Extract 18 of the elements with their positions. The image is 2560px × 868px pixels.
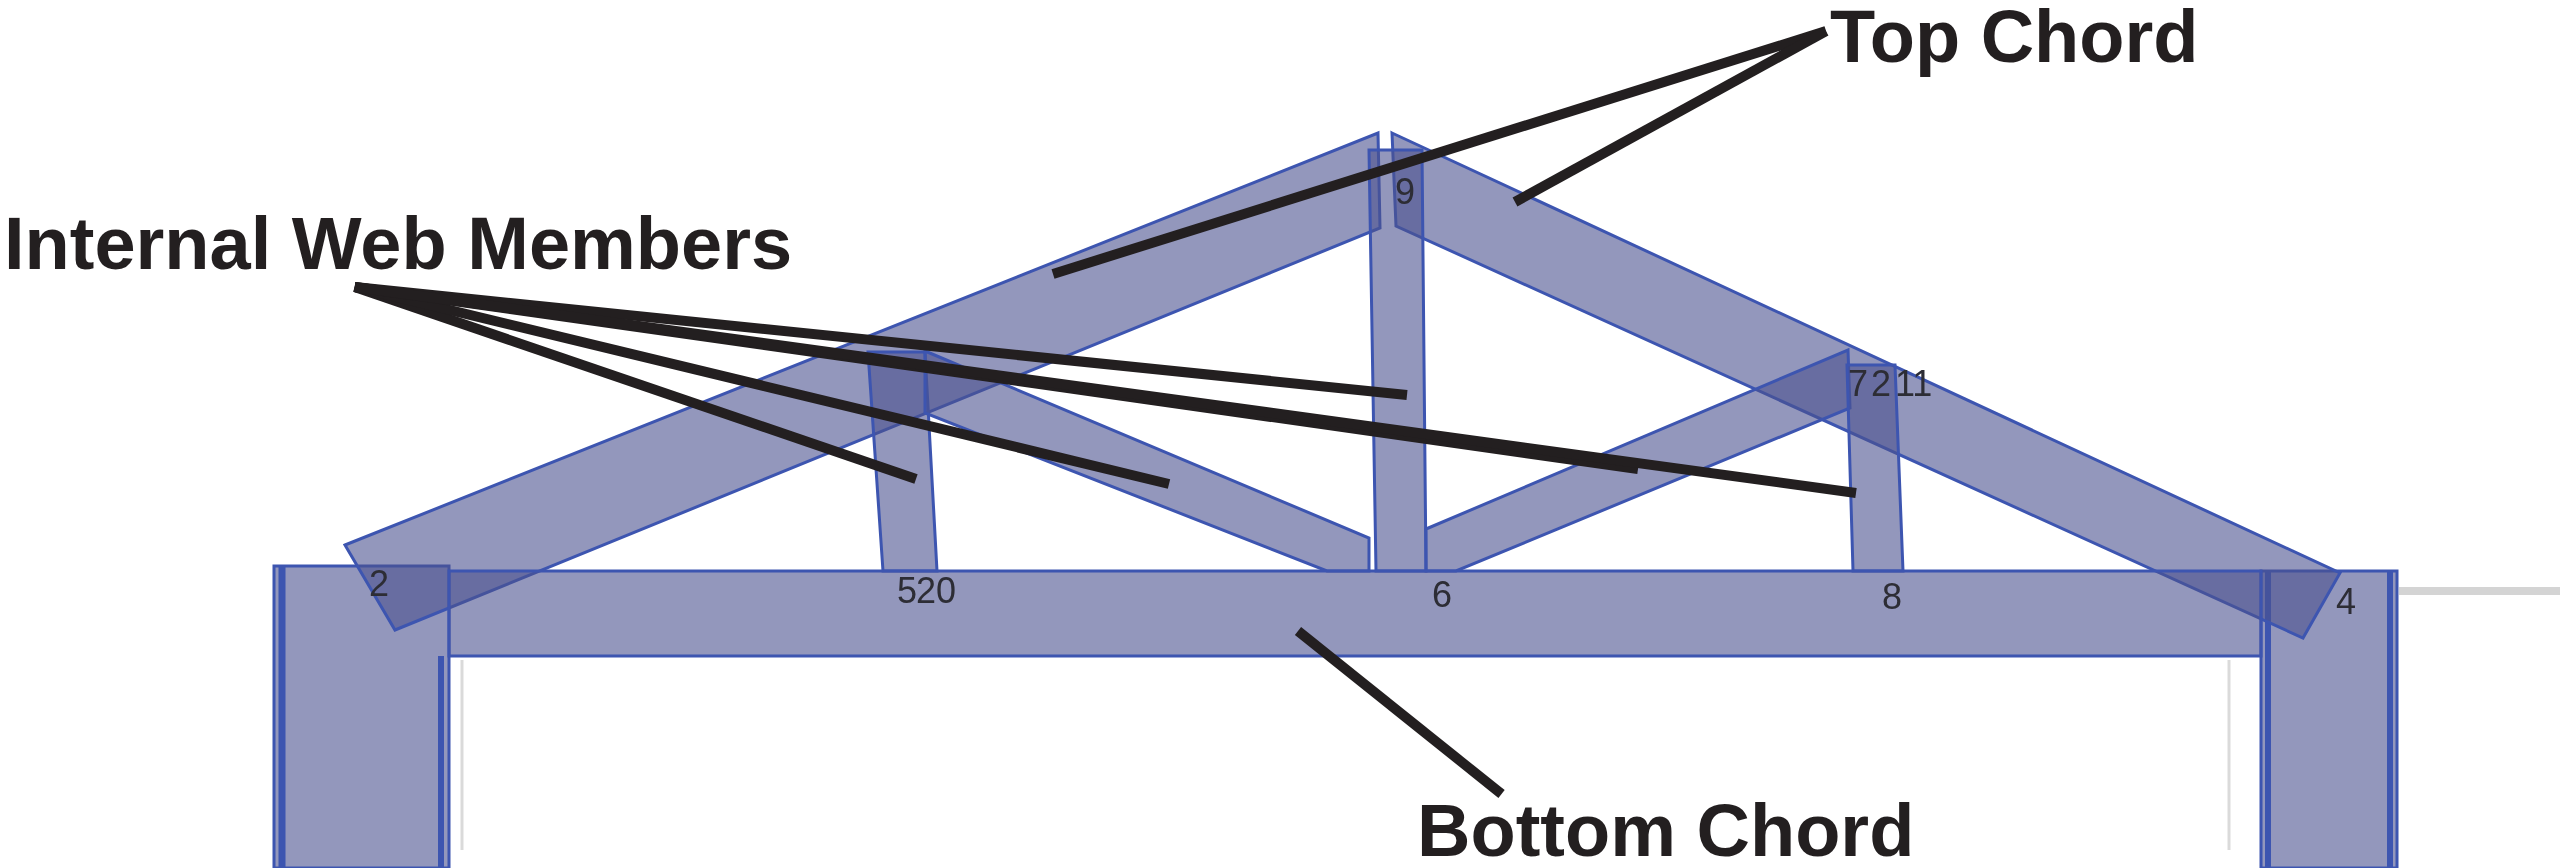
joint-number: 6 (1432, 577, 1453, 613)
leader-line (354, 282, 1857, 498)
joint-number: 8 (1882, 579, 1903, 615)
joint-number: 2 (1871, 366, 1892, 402)
joint-number: 4 (2336, 584, 2357, 620)
callout-label: Bottom Chord (1417, 798, 1915, 865)
callout-label: Internal Web Members (4, 207, 793, 281)
leader-line (1051, 26, 1828, 279)
joint-number: 11 (1895, 366, 1933, 402)
joint-number: 20 (916, 573, 957, 609)
web-member (1367, 148, 1428, 573)
leader-line (1512, 26, 1829, 207)
joint-number: 7 (1848, 366, 1869, 402)
joint-number: 9 (1395, 174, 1416, 210)
joint-number: 5 (897, 573, 918, 609)
web-member (866, 350, 939, 573)
joint-number: 2 (369, 566, 390, 602)
leader-line (1294, 627, 1505, 798)
